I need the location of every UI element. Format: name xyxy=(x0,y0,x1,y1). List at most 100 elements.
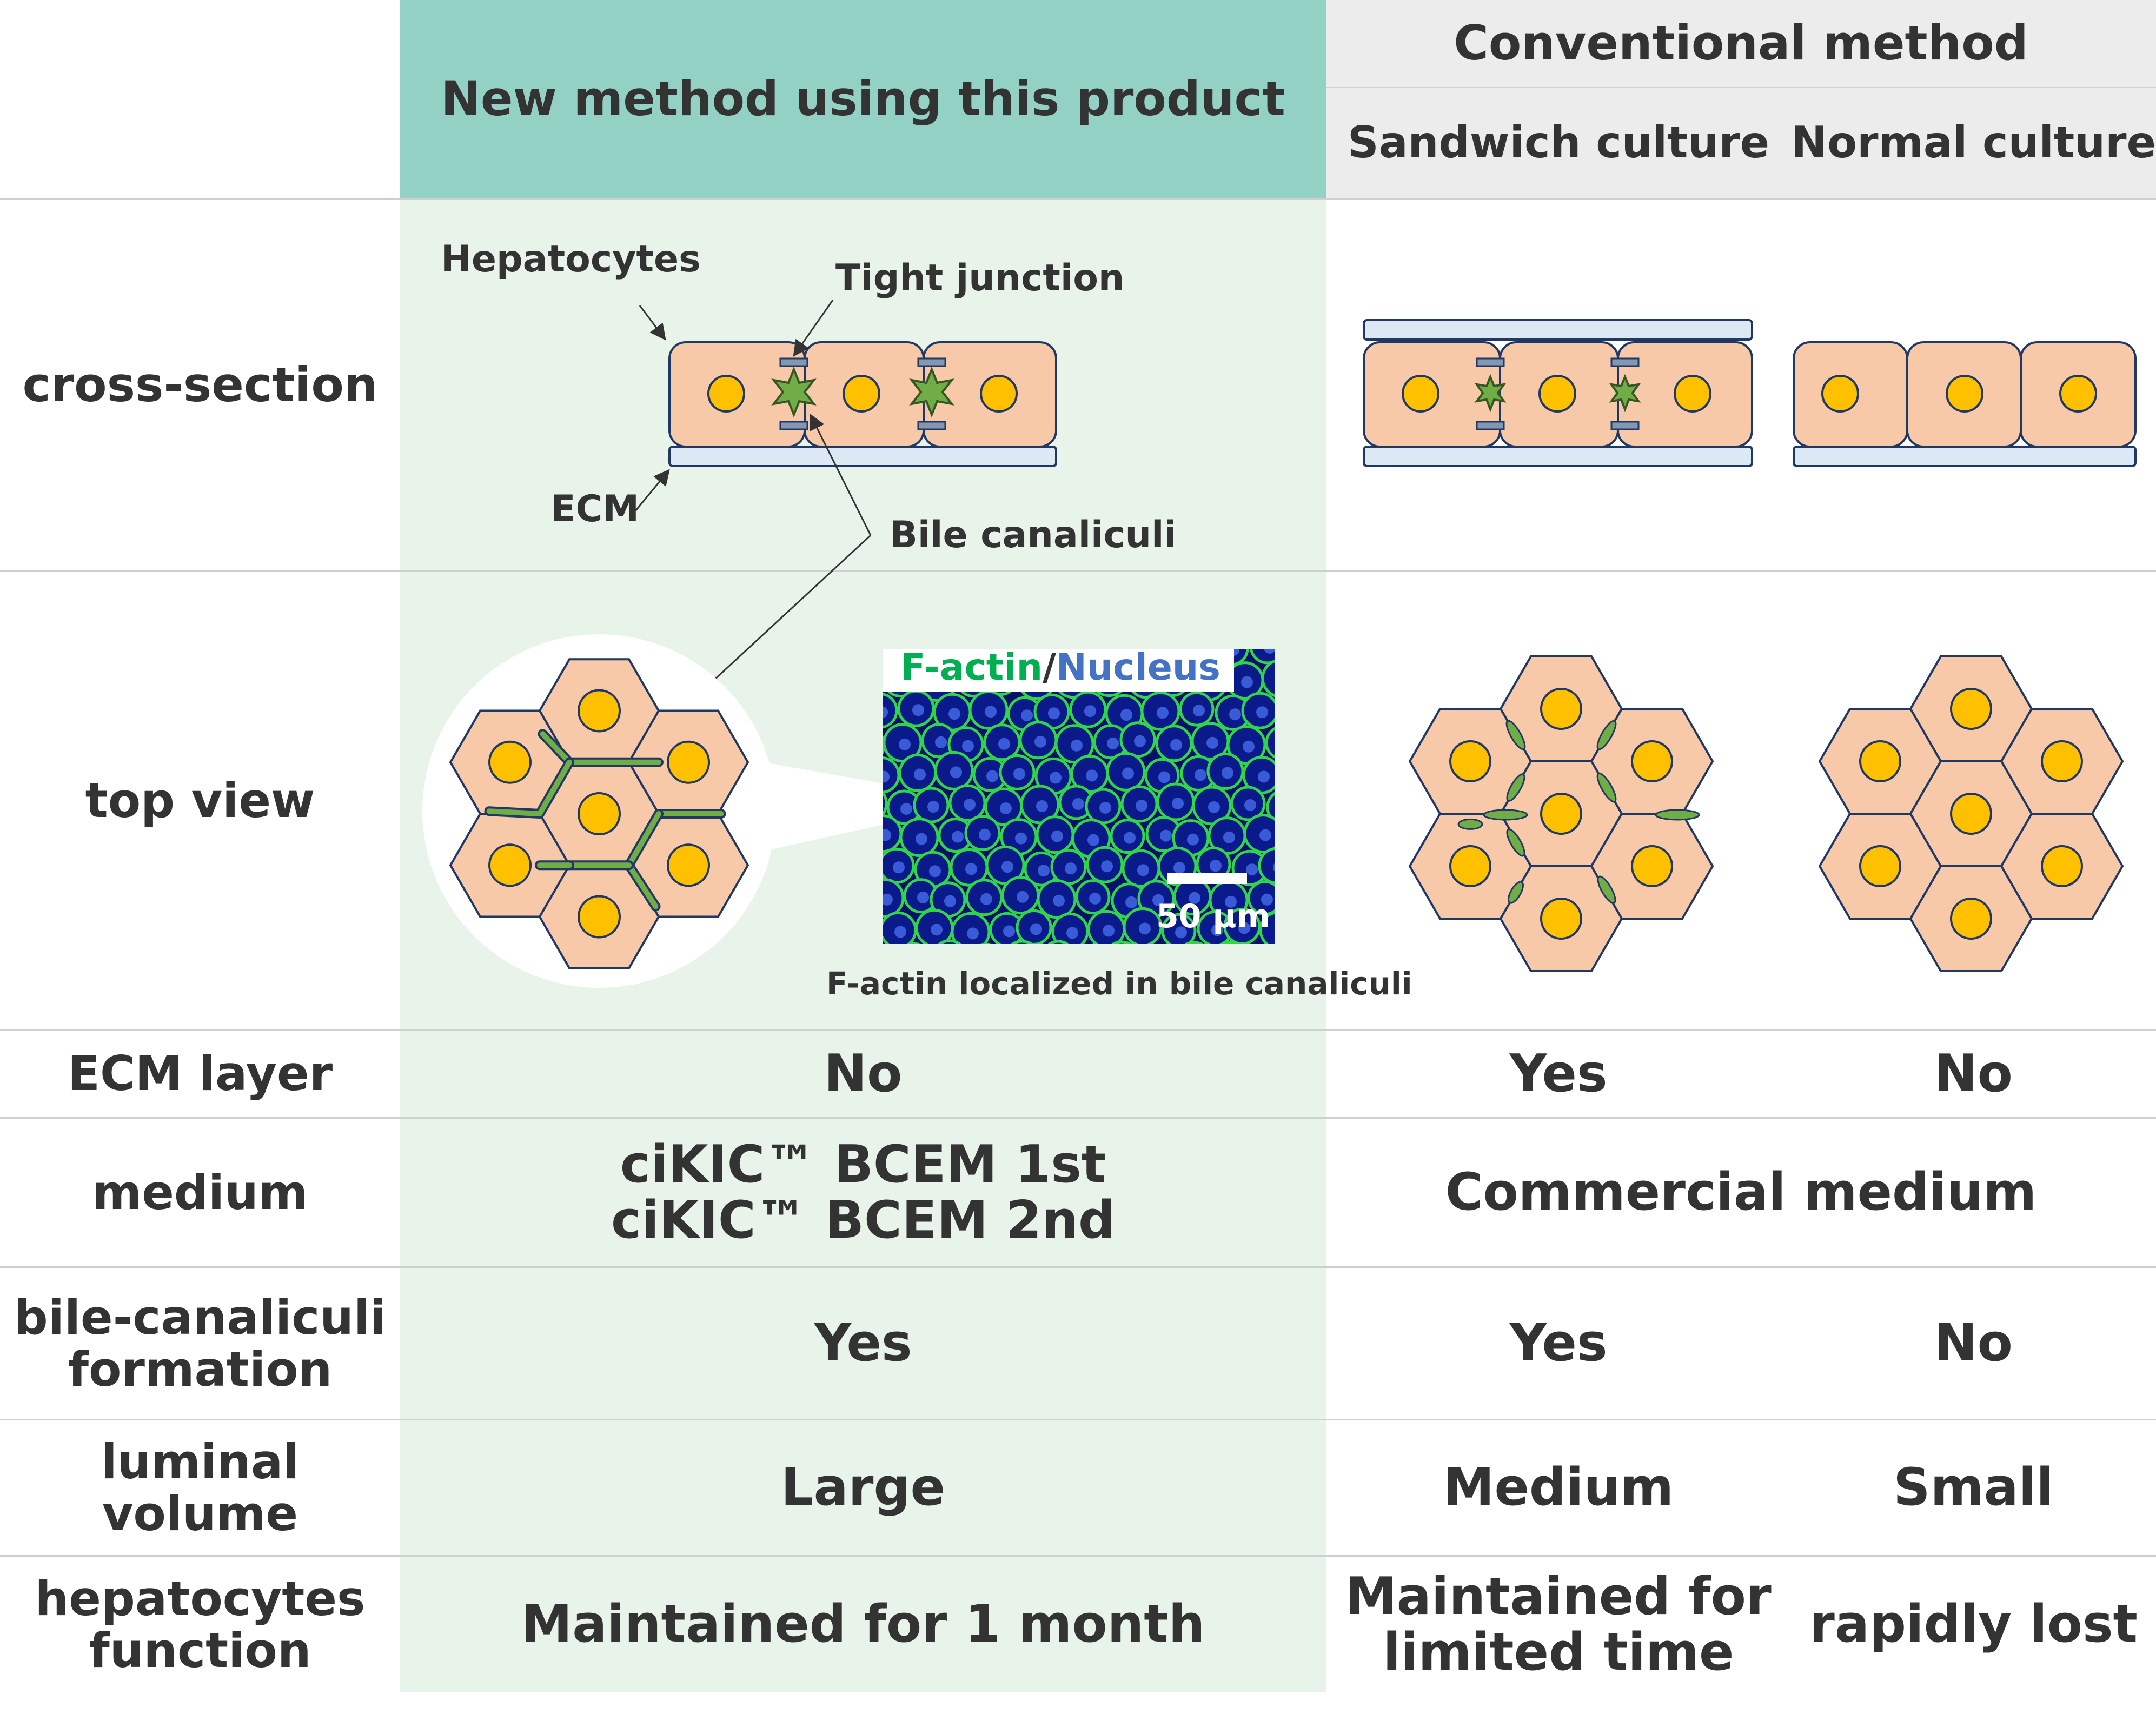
micrograph-cell xyxy=(1277,633,1312,667)
micrograph-cell xyxy=(1258,847,1275,885)
micrograph-cell xyxy=(992,603,1024,635)
micrograph-nucleus xyxy=(1279,739,1291,750)
micrograph-cell xyxy=(911,602,941,633)
micrograph-nucleus xyxy=(1086,769,1098,782)
divider xyxy=(0,1419,2156,1420)
nucleus xyxy=(843,375,880,413)
micrograph-nucleus xyxy=(1308,801,1319,813)
micrograph-nucleus xyxy=(1066,927,1078,939)
micrograph-nucleus xyxy=(1072,798,1084,810)
tight-junction xyxy=(779,357,808,367)
micrograph-cell xyxy=(883,693,898,729)
nucleus xyxy=(2041,845,2083,887)
micrograph-nucleus xyxy=(1004,615,1016,627)
row-label-ecm-layer: ECM layer xyxy=(67,1046,333,1102)
micrograph-nucleus xyxy=(1053,894,1065,907)
luminal-new: Large xyxy=(781,1458,945,1518)
micrograph-cell xyxy=(827,690,860,723)
nucleus xyxy=(667,843,710,887)
divider xyxy=(0,1266,2156,1268)
nucleus xyxy=(488,843,532,887)
medium-conventional: Commercial medium xyxy=(1445,1162,2037,1223)
nucleus xyxy=(1950,897,1992,940)
nucleus xyxy=(1859,845,1901,887)
nucleus xyxy=(1449,845,1491,887)
micrograph-cell xyxy=(1226,599,1261,633)
hex-cluster xyxy=(449,658,749,969)
bile-formation-new: Yes xyxy=(814,1313,912,1373)
cross-section-normal xyxy=(1793,341,2137,467)
micrograph-nucleus xyxy=(858,922,870,934)
luminal-sandwich: Medium xyxy=(1443,1458,1674,1518)
header-new-method: New method using this product xyxy=(441,71,1285,127)
micrograph-nucleus xyxy=(1203,614,1215,626)
nucleus xyxy=(1449,740,1491,783)
micrograph-cell xyxy=(1295,852,1331,887)
nucleus xyxy=(980,375,1018,413)
micrograph-nucleus xyxy=(893,861,905,874)
micrograph-nucleus xyxy=(863,741,874,753)
micrograph-nucleus xyxy=(1021,709,1033,722)
cross-section-sandwich xyxy=(1363,319,1753,467)
micrograph-nucleus xyxy=(1050,772,1062,784)
micrograph-nucleus xyxy=(1210,860,1222,872)
micrograph-cell xyxy=(1184,941,1204,944)
micrograph-nucleus xyxy=(968,611,980,623)
micrograph-nucleus xyxy=(1187,833,1199,846)
micrograph-nucleus xyxy=(1241,676,1253,688)
ecm-layer xyxy=(1363,446,1753,467)
micrograph-cell xyxy=(1221,941,1239,944)
micrograph-nucleus xyxy=(962,740,974,752)
micrograph-nucleus xyxy=(1089,892,1101,905)
tight-junction xyxy=(1610,357,1640,367)
micrograph-nucleus xyxy=(894,926,906,938)
micrograph-nucleus xyxy=(998,738,1010,750)
nucleus xyxy=(1859,740,1901,783)
micrograph-cell xyxy=(883,669,884,680)
micrograph-nucleus xyxy=(1294,768,1306,780)
micrograph-nucleus xyxy=(1101,860,1113,873)
micrograph-nucleus xyxy=(1157,707,1169,719)
micrograph-cell xyxy=(1090,601,1125,636)
nucleus xyxy=(2041,740,2083,783)
tight-junction xyxy=(917,421,946,430)
divider xyxy=(0,570,2156,572)
bile-canaliculus xyxy=(486,759,572,816)
micrograph-cell xyxy=(1294,788,1329,822)
divider xyxy=(0,1117,2156,1119)
row-label-bile-formation: bile-canaliculi formation xyxy=(14,1290,387,1397)
bile-canaliculus xyxy=(1596,772,1617,803)
header-sandwich: Sandwich culture xyxy=(1347,117,1770,168)
micrograph-nucleus xyxy=(850,606,862,617)
bile-canaliculus xyxy=(1655,809,1700,821)
micrograph-nucleus xyxy=(1193,705,1205,717)
micrograph-nucleus xyxy=(1243,740,1255,753)
stain-label-bg xyxy=(883,649,1234,692)
micrograph-cell xyxy=(1297,599,1334,636)
micrograph-cell xyxy=(875,599,905,628)
row-label-medium: medium xyxy=(92,1164,308,1220)
header-normal: Normal culture xyxy=(1791,117,2156,168)
micrograph-nucleus xyxy=(927,801,939,813)
micrograph-nucleus xyxy=(1292,704,1304,716)
micrograph-nucleus xyxy=(917,891,929,903)
micrograph-cell xyxy=(1261,659,1275,697)
micrograph-cell xyxy=(1266,792,1275,823)
micrograph-nucleus xyxy=(1140,612,1152,624)
micrograph-nucleus xyxy=(985,706,997,718)
bile-canaliculus xyxy=(909,366,954,418)
nucleus xyxy=(1540,897,1582,940)
micrograph-cell xyxy=(1301,666,1334,699)
micrograph-nucleus xyxy=(1175,926,1187,939)
micrograph-nucleus xyxy=(1296,833,1308,845)
micrograph-cell xyxy=(1011,940,1033,944)
bile-canaliculus xyxy=(771,366,817,418)
micrograph-nucleus xyxy=(1152,894,1164,906)
ecm-sandwich: Yes xyxy=(1509,1044,1608,1104)
new-method-header-bg xyxy=(400,0,1326,199)
micrograph-cell xyxy=(831,882,866,918)
micrograph-nucleus xyxy=(1195,769,1206,781)
label-hepatocytes: Hepatocytes xyxy=(441,238,701,281)
top-view-normal xyxy=(1818,655,2124,972)
